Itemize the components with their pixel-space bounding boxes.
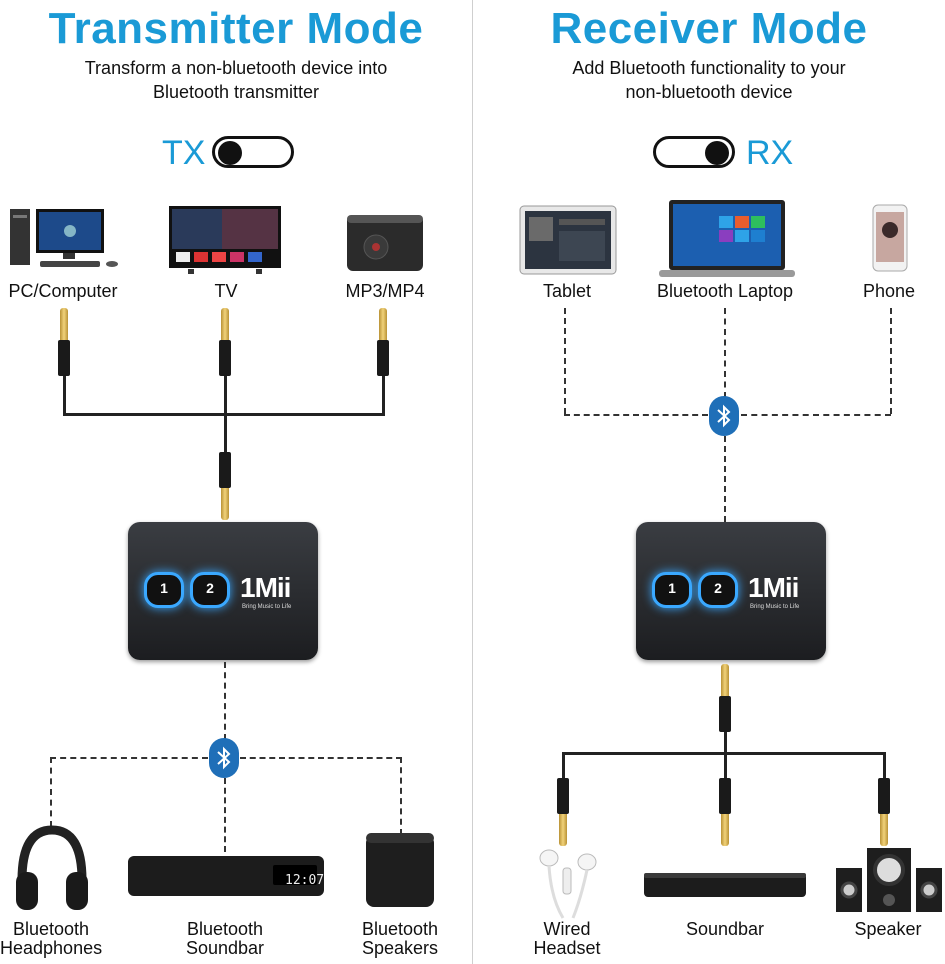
source-label-mp3: MP3/MP4 [345, 281, 425, 301]
bluetooth-link [224, 778, 226, 852]
toggle-knob [705, 141, 729, 165]
bluetooth-icon [209, 738, 239, 778]
cable [562, 752, 886, 755]
speaker-system-icon [835, 846, 943, 919]
cable [724, 732, 727, 782]
center-divider [472, 0, 473, 964]
speaker-icon [364, 831, 436, 914]
computer-icon [8, 205, 123, 278]
bluetooth-link [50, 757, 52, 827]
aux-plug [719, 778, 731, 846]
receiver-subtitle-line2: non-bluetooth device [625, 82, 793, 102]
receiver-subtitle-line1: Add Bluetooth functionality to your [572, 58, 846, 78]
output-label-speaker: Speaker [854, 919, 922, 939]
rx-toggle[interactable] [653, 136, 735, 168]
soundbar-display: 12:07 [285, 873, 325, 888]
tv-icon [168, 205, 283, 280]
source-label-tablet: Tablet [542, 281, 592, 301]
tablet-icon [519, 205, 617, 280]
aux-plug [878, 778, 890, 846]
transmitter-subtitle-line1: Transform a non-bluetooth device into [84, 58, 388, 78]
receiver-subtitle: Add Bluetooth functionality to your non-… [473, 56, 945, 104]
mp3-player-icon [346, 213, 424, 278]
receiver-panel: Receiver Mode Add Bluetooth functionalit… [473, 0, 945, 964]
brand-tagline: Bring Music to Life [750, 604, 800, 610]
cable [883, 752, 886, 782]
aux-plug [58, 308, 70, 376]
headphone-2-button[interactable]: 2 [190, 572, 230, 608]
bluetooth-link [724, 436, 726, 522]
aux-plug [219, 308, 231, 376]
bluetooth-link [224, 662, 226, 740]
bluetooth-link [564, 414, 708, 416]
bluetooth-link [50, 757, 208, 759]
aux-plug [377, 308, 389, 376]
aux-plug [219, 452, 231, 520]
headphone-1-button[interactable]: 1 [652, 572, 692, 608]
aux-plug [557, 778, 569, 846]
bluetooth-adapter: 1 2 1Mii Bring Music to Life [128, 522, 318, 660]
headphone-icon [12, 824, 92, 921]
bluetooth-link [240, 757, 402, 759]
transmitter-subtitle: Transform a non-bluetooth device into Bl… [0, 56, 472, 104]
transmitter-subtitle-line2: Bluetooth transmitter [152, 82, 320, 102]
source-label-pc: PC/Computer [8, 281, 118, 301]
cable [562, 752, 565, 782]
laptop-icon [657, 198, 797, 285]
bluetooth-adapter: 1 2 1Mii Bring Music to Life [636, 522, 826, 660]
transmitter-title: Transmitter Mode [48, 4, 424, 53]
cable [224, 376, 227, 456]
bluetooth-icon [709, 396, 739, 436]
source-label-tv: TV [214, 281, 238, 301]
cable [63, 413, 385, 416]
earphones-icon [537, 848, 599, 925]
bluetooth-link [564, 308, 566, 414]
soundbar-icon [127, 855, 325, 902]
toggle-knob [218, 141, 242, 165]
output-label-soundbar: Soundbar [685, 919, 765, 939]
cable [63, 376, 66, 416]
headphone-1-button[interactable]: 1 [144, 572, 184, 608]
bluetooth-link [400, 757, 402, 835]
brand-tagline: Bring Music to Life [242, 604, 292, 610]
transmitter-panel: Transmitter Mode Transform a non-bluetoo… [0, 0, 472, 964]
headphone-2-button[interactable]: 2 [698, 572, 738, 608]
receiver-title: Receiver Mode [550, 4, 868, 53]
phone-icon [872, 204, 908, 277]
tx-toggle[interactable] [212, 136, 294, 168]
bluetooth-link [741, 414, 891, 416]
source-label-laptop: Bluetooth Laptop [656, 281, 794, 301]
tx-label: TX [162, 134, 206, 172]
soundbar-icon [643, 872, 807, 903]
bluetooth-link [890, 308, 892, 414]
brand-logo: 1Mii [748, 572, 799, 603]
cable [382, 376, 385, 416]
source-label-phone: Phone [862, 281, 916, 301]
rx-label: RX [746, 134, 794, 172]
aux-plug [719, 664, 731, 732]
bluetooth-link [724, 308, 726, 398]
brand-logo: 1Mii [240, 572, 291, 603]
